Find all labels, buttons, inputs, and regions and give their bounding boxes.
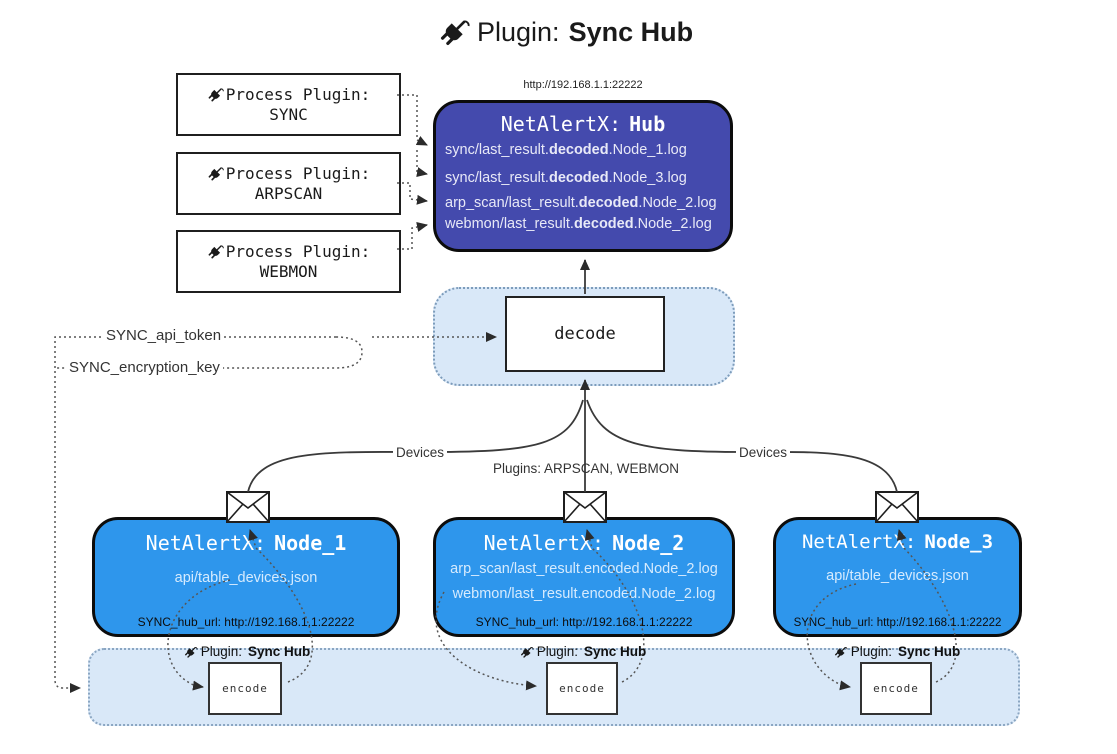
plug-icon bbox=[207, 86, 224, 103]
sync-encryption-key-label: SYNC_encryption_key bbox=[66, 359, 223, 376]
devices-left-label: Devices bbox=[392, 445, 448, 460]
node-file: api/table_devices.json bbox=[826, 568, 969, 584]
node-title-prefix: NetAlertX: bbox=[483, 531, 605, 555]
encode-box: encode bbox=[546, 662, 618, 715]
log-bold: decoded bbox=[548, 170, 609, 186]
plug-icon bbox=[438, 16, 470, 48]
process-plugin-name: SYNC bbox=[269, 105, 308, 124]
node-hub-url: SYNC_hub_url: http://192.168.1.1:22222 bbox=[475, 615, 693, 629]
encode-label-name: Sync Hub bbox=[248, 644, 311, 659]
decode-box: decode bbox=[505, 296, 665, 372]
process-plugin-label: Process Plugin: bbox=[207, 164, 371, 183]
hub-log-line: sync/last_result.decoded.Node_3.log bbox=[445, 169, 730, 187]
process-plugin-name: ARPSCAN bbox=[254, 184, 323, 203]
plug-icon bbox=[207, 165, 224, 182]
node-title-prefix: NetAlertX: bbox=[145, 531, 267, 555]
hub-title-prefix: NetAlertX: bbox=[500, 112, 622, 136]
log-post: .Node_2.log bbox=[638, 195, 717, 211]
sync-api-token-label: SYNC_api_token bbox=[103, 327, 225, 344]
devices-right-label: Devices bbox=[735, 445, 791, 460]
process-plugin-label-text: Process Plugin: bbox=[225, 242, 371, 261]
hub-box: NetAlertX:Hub sync/last_result.decoded.N… bbox=[433, 100, 733, 252]
node-hub-url: SYNC_hub_url: http://192.168.1.1:22222 bbox=[793, 617, 1002, 629]
log-pre: sync/last_result. bbox=[445, 142, 549, 158]
plug-icon bbox=[184, 645, 198, 659]
node-3-box: NetAlertX:Node_3 api/table_devices.json … bbox=[773, 517, 1022, 637]
envelope-icon bbox=[226, 491, 270, 523]
node-hub-url: SYNC_hub_url: http://192.168.1.1:22222 bbox=[137, 615, 355, 629]
log-pre: arp_scan/last_result. bbox=[445, 195, 579, 211]
node-title-prefix: NetAlertX: bbox=[801, 531, 917, 553]
node-title-name: Node_2 bbox=[612, 531, 685, 555]
hub-log-line: arp_scan/last_result.decoded.Node_2.log bbox=[445, 194, 730, 212]
log-post: .Node_1.log bbox=[608, 142, 687, 158]
page-title-name: Sync Hub bbox=[568, 16, 694, 47]
plugins-center-label: Plugins: ARPSCAN, WEBMON bbox=[492, 461, 680, 476]
log-post: .Node_3.log bbox=[608, 170, 687, 186]
node-file: webmon/last_result.encoded.Node_2.log bbox=[452, 586, 716, 602]
log-pre: webmon/last_result. bbox=[445, 216, 574, 232]
node-file: arp_scan/last_result.encoded.Node_2.log bbox=[450, 561, 718, 577]
encode-label-prefix: Plugin: bbox=[850, 644, 893, 659]
node-title: NetAlertX: Node_1 bbox=[95, 531, 397, 555]
process-plugin-label: Process Plugin: bbox=[207, 242, 371, 261]
hub-title-name: Hub bbox=[629, 112, 666, 136]
log-bold: decoded bbox=[548, 142, 609, 158]
node-title: NetAlertX: Node_2 bbox=[436, 531, 732, 555]
node-title-name: Node_3 bbox=[924, 531, 994, 553]
log-post: .Node_2.log bbox=[633, 216, 712, 232]
plug-icon bbox=[834, 645, 848, 659]
log-bold: decoded bbox=[578, 195, 639, 211]
envelope-icon bbox=[563, 491, 607, 523]
process-plugin-sync: Process Plugin: SYNC bbox=[176, 73, 401, 136]
encode-label-name: Sync Hub bbox=[584, 644, 647, 659]
node-1-box: NetAlertX:Node_1 api/table_devices.json … bbox=[92, 517, 400, 637]
encode-box: encode bbox=[860, 662, 932, 715]
process-plugin-arpscan: Process Plugin: ARPSCAN bbox=[176, 152, 401, 215]
hub-log-list: sync/last_result.decoded.Node_1.log sync… bbox=[436, 141, 730, 233]
log-pre: sync/last_result. bbox=[445, 170, 549, 186]
process-plugin-webmon: Process Plugin: WEBMON bbox=[176, 230, 401, 293]
hub-title: NetAlertX: Hub bbox=[436, 112, 730, 136]
encode-section-label: Plugin: Sync Hub bbox=[834, 644, 961, 659]
encode-box: encode bbox=[208, 662, 282, 715]
encode-label-prefix: Plugin: bbox=[536, 644, 579, 659]
page-title-prefix: Plugin: bbox=[477, 16, 560, 47]
encode-label-name: Sync Hub bbox=[898, 644, 961, 659]
process-plugin-label-text: Process Plugin: bbox=[225, 164, 371, 183]
plug-icon bbox=[207, 243, 224, 260]
envelope-icon bbox=[875, 491, 919, 523]
hub-log-line: sync/last_result.decoded.Node_1.log bbox=[445, 141, 730, 159]
node-2-box: NetAlertX: Node_2 arp_scan/last_result.en… bbox=[433, 517, 735, 637]
encode-label-prefix: Plugin: bbox=[200, 644, 243, 659]
process-plugin-name: WEBMON bbox=[259, 262, 318, 281]
process-plugin-label: Process Plugin: bbox=[207, 85, 371, 104]
hub-url: http://192.168.1.1:22222 bbox=[523, 79, 643, 91]
page-title: Plugin: Sync Hub bbox=[438, 16, 693, 48]
encode-section-label: Plugin: Sync Hub bbox=[520, 644, 647, 659]
process-plugin-label-text: Process Plugin: bbox=[225, 85, 371, 104]
log-bold: decoded bbox=[573, 216, 634, 232]
hub-log-line: webmon/last_result.decoded.Node_2.log bbox=[445, 215, 730, 233]
node-title: NetAlertX: Node_3 bbox=[776, 531, 1019, 553]
encode-section-label: Plugin: Sync Hub bbox=[184, 644, 311, 659]
plug-icon bbox=[520, 645, 534, 659]
node-title-name: Node_1 bbox=[274, 531, 347, 555]
node-file: api/table_devices.json bbox=[174, 570, 318, 586]
